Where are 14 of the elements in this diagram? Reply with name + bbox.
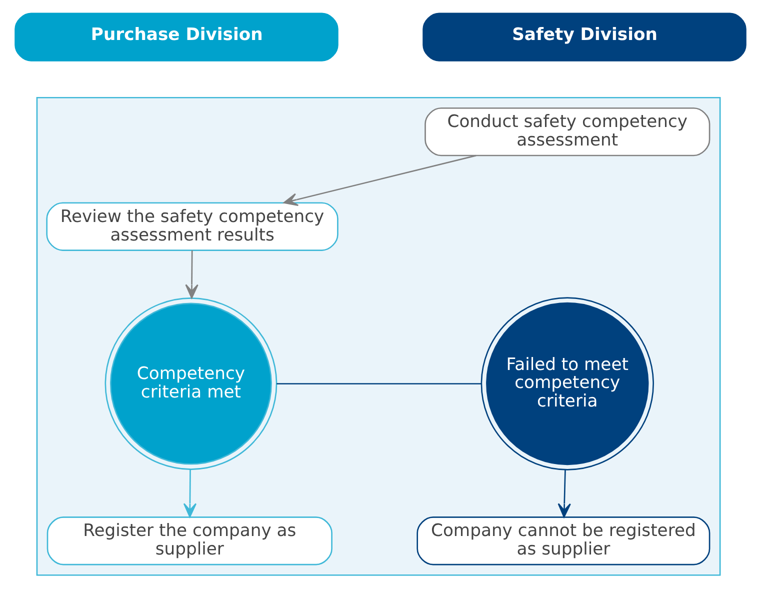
arrow [184,250,198,299]
cluster [36,96,720,576]
node-box: Company cannot be registered as supplier [416,516,710,566]
arrow [182,470,196,518]
arrow [282,154,476,206]
node-box: Conduct safety competency assessment [424,107,710,156]
connector [276,383,481,384]
node-circle: Competency criteria met [104,298,277,470]
arrow [557,470,570,518]
node-box: Register the company as supplier [46,516,332,566]
node-circle: Failed to meet competency criteria [480,297,654,470]
node-box: Review the safety competency assessment results [46,202,338,251]
node-box: Safety Division [422,12,746,62]
node-box: Purchase Division [14,12,338,62]
